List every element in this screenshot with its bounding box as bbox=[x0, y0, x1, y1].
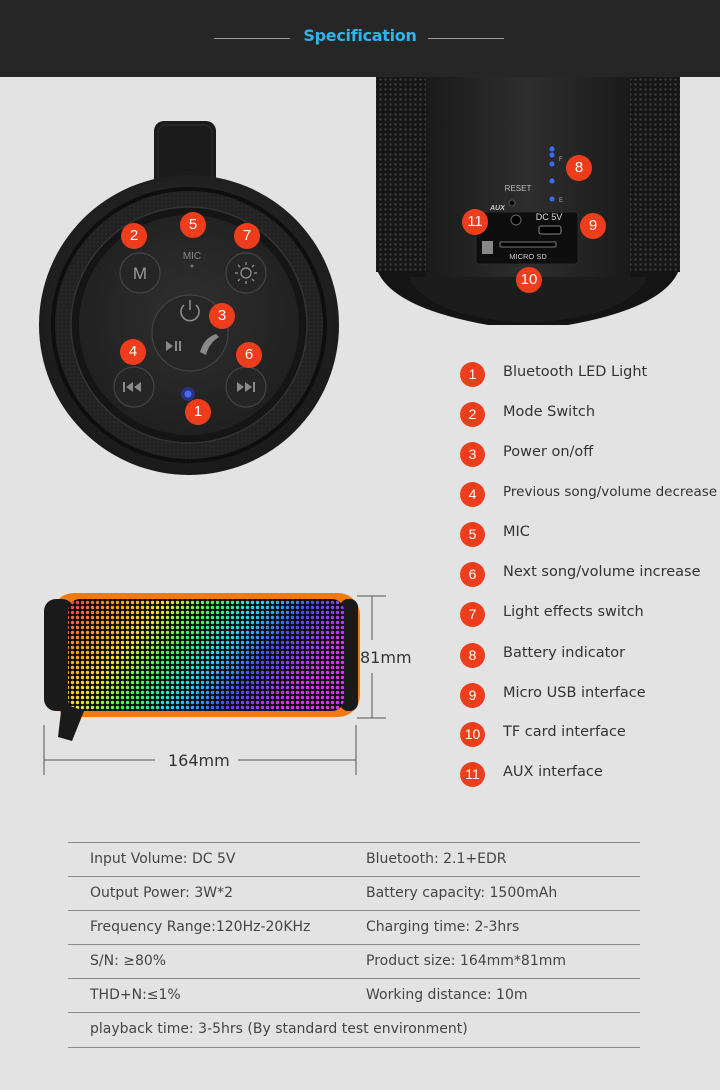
speaker-side-view bbox=[43, 593, 386, 775]
sun-icon bbox=[235, 262, 257, 284]
badge-6: 6 bbox=[236, 342, 262, 368]
strap bbox=[58, 703, 84, 741]
badge-3: 3 bbox=[209, 303, 235, 329]
badge-10: 10 bbox=[516, 267, 542, 293]
header-bar: Specification bbox=[0, 0, 720, 77]
dimension-width: 164mm bbox=[168, 751, 230, 770]
battery-indicator: F E bbox=[549, 146, 563, 204]
speaker-rear-view: RESET AUX DC 5V MICRO SD F E bbox=[376, 77, 680, 325]
spec-table: Input Volume: DC 5V Bluetooth: 2.1+EDR O… bbox=[68, 842, 640, 1048]
mode-button[interactable] bbox=[119, 252, 161, 294]
power-icon bbox=[180, 300, 200, 322]
header-rule-left bbox=[214, 38, 290, 39]
dimension-height: 81mm bbox=[360, 648, 412, 667]
badge-8: 8 bbox=[566, 155, 592, 181]
badge-1: 1 bbox=[185, 399, 211, 425]
reset-label: RESET bbox=[505, 184, 532, 193]
micro-sd-slot[interactable] bbox=[499, 241, 557, 248]
badge-2: 2 bbox=[121, 223, 147, 249]
micro-usb-port[interactable] bbox=[538, 225, 562, 235]
table-row: Input Volume: DC 5V Bluetooth: 2.1+EDR bbox=[68, 842, 640, 876]
light-effects-button[interactable] bbox=[225, 252, 267, 294]
table-row: S/N: ≥80% Product size: 164mm*81mm bbox=[68, 944, 640, 978]
table-row: THD+N:≤1% Working distance: 10m bbox=[68, 978, 640, 1012]
svg-text:E: E bbox=[559, 198, 563, 204]
badge-9: 9 bbox=[580, 213, 606, 239]
badge-7: 7 bbox=[234, 223, 260, 249]
dc-label: DC 5V bbox=[536, 212, 563, 222]
mic-label: MIC bbox=[183, 251, 201, 262]
badge-11: 11 bbox=[462, 209, 488, 235]
play-pause-icon bbox=[166, 341, 181, 351]
sd-card-icon bbox=[482, 241, 493, 254]
table-row: Frequency Range:120Hz-20KHz Charging tim… bbox=[68, 910, 640, 944]
aux-label: AUX bbox=[489, 205, 506, 212]
table-row: Output Power: 3W*2 Battery capacity: 150… bbox=[68, 876, 640, 910]
phone-icon bbox=[200, 334, 219, 355]
badge-5: 5 bbox=[180, 212, 206, 238]
mode-button-label: M bbox=[133, 264, 147, 283]
table-row: playback time: 3-5hrs (By standard test … bbox=[68, 1012, 640, 1048]
aux-port[interactable] bbox=[510, 214, 522, 226]
reset-hole[interactable] bbox=[508, 199, 516, 207]
previous-icon bbox=[123, 382, 141, 392]
micro-sd-label: MICRO SD bbox=[509, 252, 547, 261]
badge-4: 4 bbox=[120, 339, 146, 365]
header-rule-right bbox=[428, 38, 504, 39]
next-icon bbox=[237, 382, 255, 392]
mic-hole bbox=[190, 264, 194, 268]
page-title: Specification bbox=[303, 26, 417, 45]
svg-text:F: F bbox=[559, 157, 563, 163]
led-grid bbox=[68, 599, 344, 711]
speaker-top-view: M MIC bbox=[39, 121, 339, 475]
